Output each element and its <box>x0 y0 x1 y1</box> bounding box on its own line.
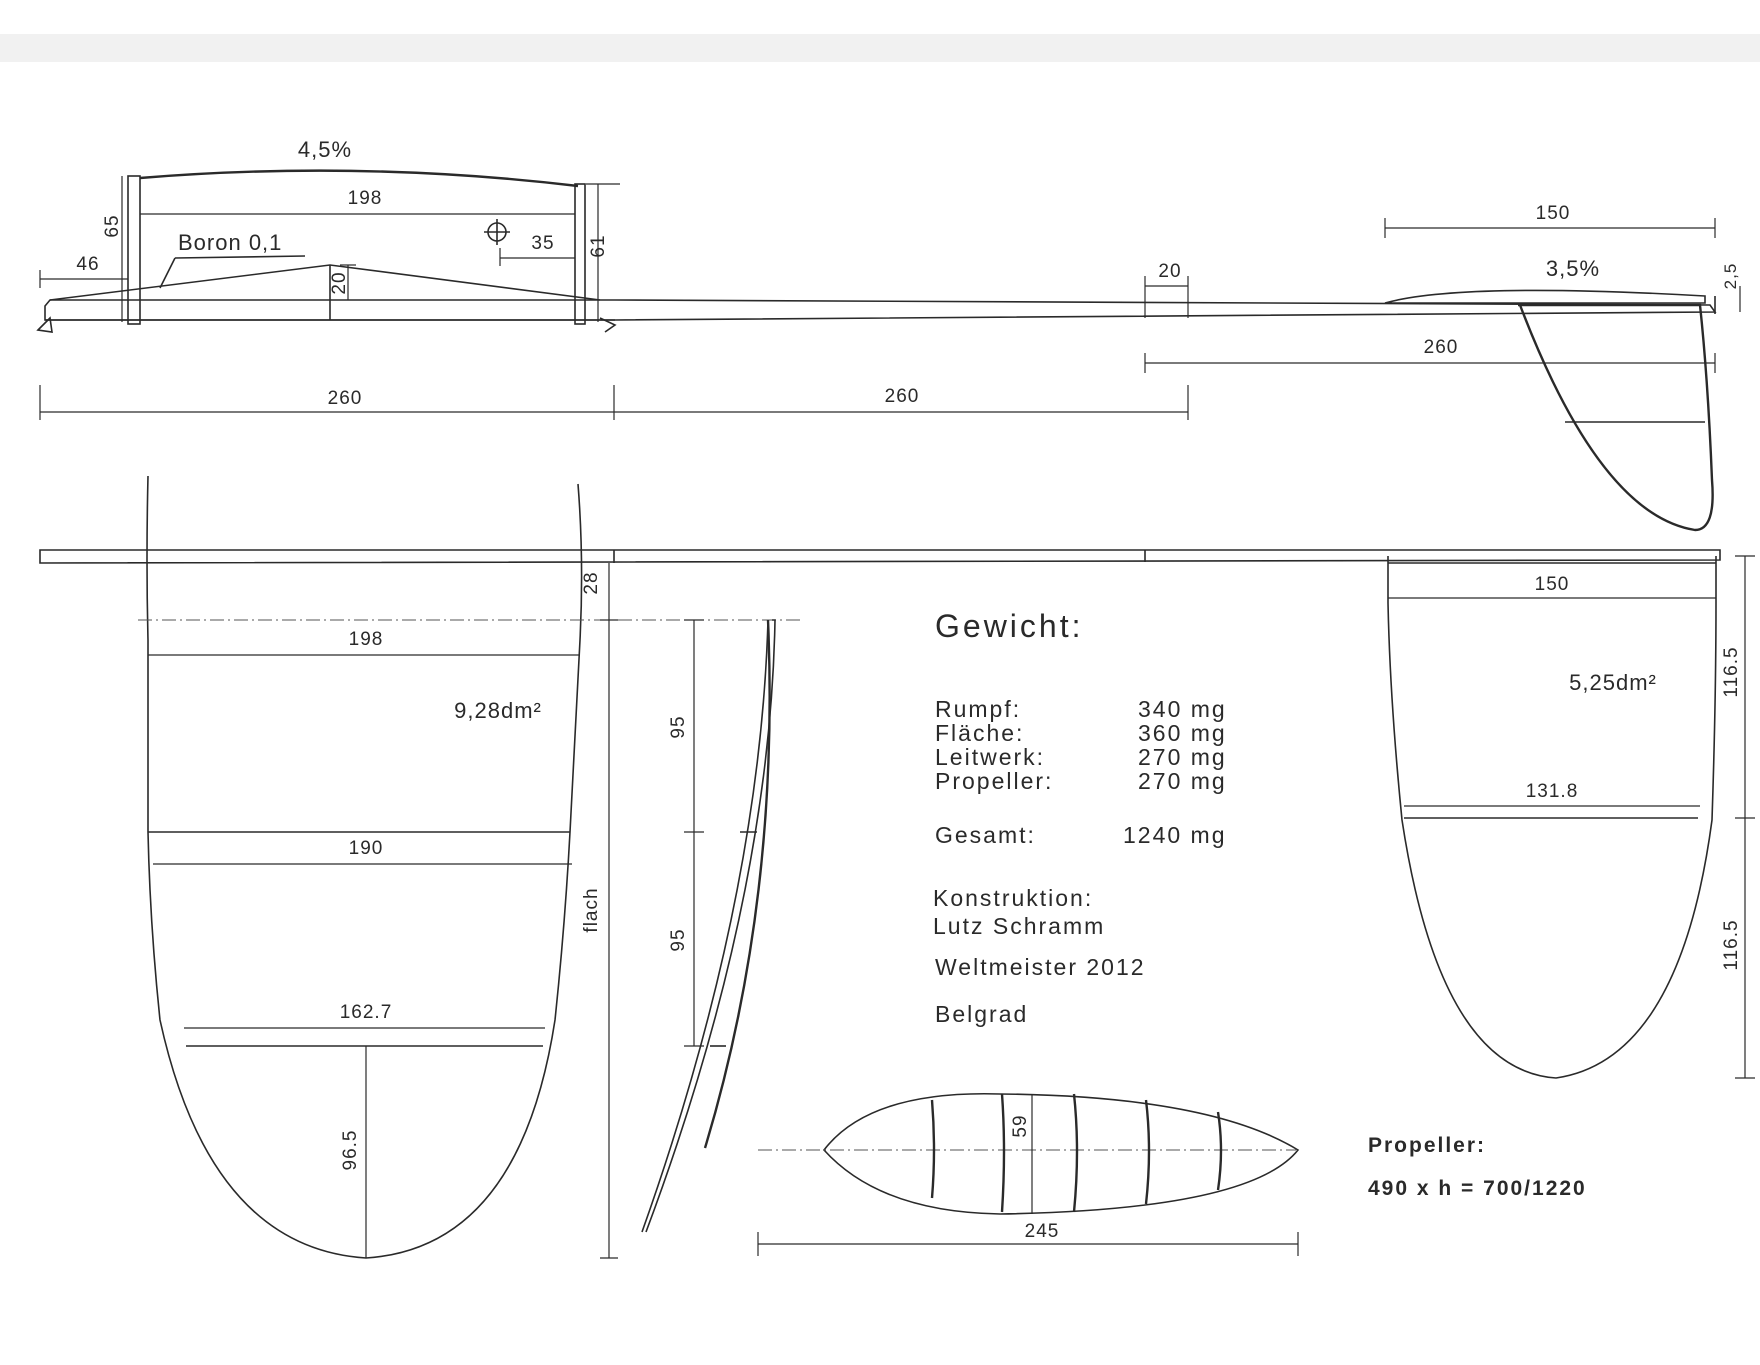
section-curve-outer <box>703 619 771 1149</box>
wing-height-left-label: 65 <box>102 214 123 237</box>
wing-section: 95 95 <box>641 619 776 1233</box>
boom-plan <box>39 549 1721 564</box>
propeller-length-label: 245 <box>1025 1221 1060 1242</box>
scan-band <box>0 34 1760 62</box>
chord-mid-label: 190 <box>349 838 384 859</box>
weight-title: Gewicht: <box>935 608 1083 644</box>
weight-item-label: Rumpf: <box>935 696 1021 722</box>
weight-item-value: 340 mg <box>1138 696 1227 722</box>
wing-rear-hook <box>599 317 617 333</box>
section-curve-inner <box>645 619 776 1233</box>
nose-hook <box>36 316 53 333</box>
propeller-spec: Propeller: 490 x h = 700/1220 <box>1368 1134 1587 1200</box>
boron-underline <box>174 255 306 259</box>
stab-span-lower-label: 116.5 <box>1721 919 1742 970</box>
stab-outline <box>1387 556 1717 1079</box>
wing-plan: 28 198 9,28dm² 190 162.7 96.5 flach <box>138 475 800 1259</box>
weight-item-label: Fläche: <box>935 720 1024 746</box>
fin-outline <box>1518 303 1714 532</box>
section-span-lower-label: 95 <box>668 928 689 951</box>
rear-wing-post <box>574 183 586 325</box>
weight-item-value: 270 mg <box>1138 744 1227 770</box>
stab-offset-label: 20 <box>1158 261 1181 282</box>
dihedral-height-label: 20 <box>329 271 350 294</box>
stab-boom-label: 260 <box>1424 337 1459 358</box>
boron-leader <box>159 257 176 289</box>
propeller-spec-label: Propeller: <box>1368 1134 1486 1157</box>
weight-item-value: 360 mg <box>1138 720 1227 746</box>
front-wing-post <box>127 175 141 325</box>
stab-chord-root-label: 150 <box>1535 574 1570 595</box>
construction-label: Konstruktion: <box>933 885 1093 911</box>
weight-item-value: 270 mg <box>1138 768 1227 794</box>
wing-airfoil <box>139 169 579 188</box>
cg-offset-label: 35 <box>531 233 554 254</box>
stab-plan: 150 5,25dm² 131.8 116.5 116.5 <box>1387 555 1755 1079</box>
root-offset-label: 28 <box>581 571 602 594</box>
chord-root-label: 198 <box>349 629 384 650</box>
wing-area-label: 9,28dm² <box>454 698 542 723</box>
propeller-width-label: 59 <box>1010 1114 1031 1137</box>
credits: Konstruktion: Lutz Schramm Weltmeister 2… <box>933 885 1146 1027</box>
designer-name: Lutz Schramm <box>933 913 1105 939</box>
weight-total-label: Gesamt: <box>935 822 1036 848</box>
top-boom <box>39 549 1721 564</box>
wing-chord-side-label: 198 <box>348 188 383 209</box>
weight-total-value: 1240 mg <box>1123 822 1227 848</box>
tip-length-label: 96.5 <box>340 1130 361 1171</box>
boron-label: Boron 0,1 <box>178 230 282 255</box>
title-line: Weltmeister 2012 <box>935 954 1146 980</box>
propeller-spec-value: 490 x h = 700/1220 <box>1368 1177 1587 1200</box>
boom-rear-label: 260 <box>885 386 920 407</box>
stab-chord-mid-label: 131.8 <box>1526 781 1579 802</box>
boron-brace <box>49 264 601 301</box>
section-span-upper-label: 95 <box>668 715 689 738</box>
weight-item-label: Leitwerk: <box>935 744 1045 770</box>
side-view: 4,5% 198 65 61 35 Boron 0,1 46 20 260 26… <box>36 137 1741 532</box>
boom-front-label: 260 <box>328 388 363 409</box>
panel-label: flach <box>581 887 602 932</box>
wing-outline <box>146 475 583 1259</box>
stab-height-label: 2,5 <box>1721 263 1740 290</box>
weight-item-label: Propeller: <box>935 768 1053 794</box>
place-line: Belgrad <box>935 1001 1028 1027</box>
chord-outer-label: 162.7 <box>340 1002 393 1023</box>
stab-thickness-label: 3,5% <box>1546 256 1600 281</box>
wing-height-right-label: 61 <box>588 234 609 257</box>
nose-length-label: 46 <box>76 254 99 275</box>
weight-table: Gewicht: Rumpf: 340 mg Fläche: 360 mg Le… <box>935 608 1227 848</box>
propeller-outline <box>822 1092 1300 1215</box>
stab-span-upper-label: 116.5 <box>1721 646 1742 697</box>
propeller-view: 59 245 <box>757 1092 1300 1256</box>
wing-thickness-label: 4,5% <box>298 137 352 162</box>
stab-chord-side-label: 150 <box>1536 203 1571 224</box>
stab-area-label: 5,25dm² <box>1569 670 1657 695</box>
stab-airfoil <box>1384 289 1706 304</box>
